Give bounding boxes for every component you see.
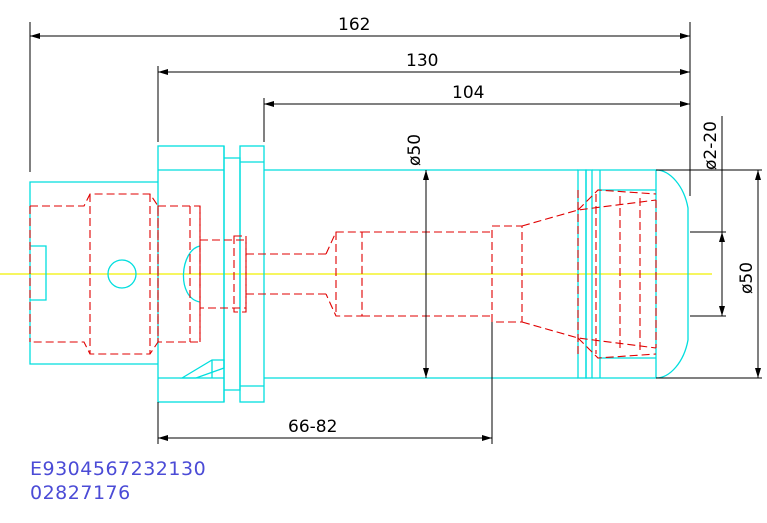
dim-body-length: 104 bbox=[452, 83, 484, 103]
part-code-line2: 02827176 bbox=[30, 482, 131, 504]
dim-shank-length: 130 bbox=[406, 51, 438, 71]
part-code-line1: E9304567232130 bbox=[30, 458, 207, 480]
dim-clamping-range: ø2-20 bbox=[701, 121, 721, 170]
dimension-lines bbox=[29, 22, 762, 444]
dim-insertion-depth: 66-82 bbox=[288, 417, 337, 437]
dimension-arrows bbox=[30, 33, 761, 441]
hidden-features bbox=[29, 189, 657, 359]
dim-body-diameter: ø50 bbox=[405, 134, 425, 166]
dim-nose-diameter: ø50 bbox=[737, 262, 757, 294]
holder-outline bbox=[29, 145, 689, 403]
dim-overall-length: 162 bbox=[338, 15, 370, 35]
